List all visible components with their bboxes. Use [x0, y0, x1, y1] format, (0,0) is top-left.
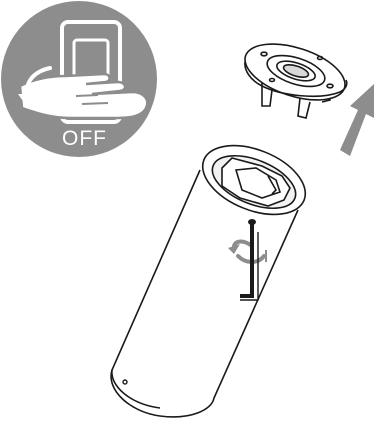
- mounting-plate-icon: [238, 33, 352, 118]
- cylinder-housing-icon: [111, 132, 315, 417]
- off-switch-badge: OFF: [1, 1, 157, 157]
- arrow-up-right-icon: [340, 84, 374, 156]
- off-label: OFF: [62, 127, 107, 150]
